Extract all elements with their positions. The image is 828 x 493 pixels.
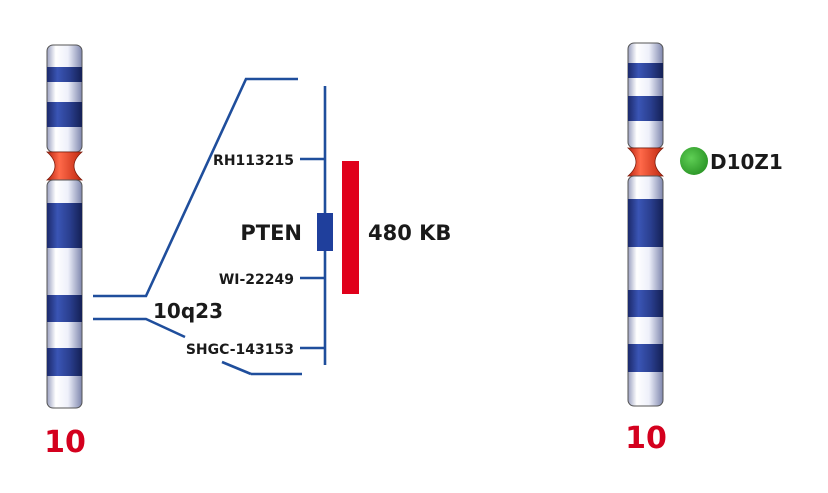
right-chromosome (628, 43, 663, 406)
probe-dot (680, 147, 708, 175)
probe-label: D10Z1 (710, 150, 783, 174)
gene-label: PTEN (240, 221, 302, 245)
region-bar (342, 161, 359, 294)
left-chromosome-number: 10 (44, 425, 86, 460)
marker-label-mid: WI-22249 (219, 272, 294, 288)
left-chromosome (47, 45, 82, 408)
right-chromosome-number: 10 (625, 421, 667, 456)
pten-gene-box (317, 213, 333, 251)
marker-label-top: RH113215 (213, 153, 294, 169)
region-size-label: 480 KB (368, 221, 451, 245)
band-label: 10q23 (153, 299, 223, 323)
marker-label-bottom: SHGC-143153 (186, 342, 294, 358)
